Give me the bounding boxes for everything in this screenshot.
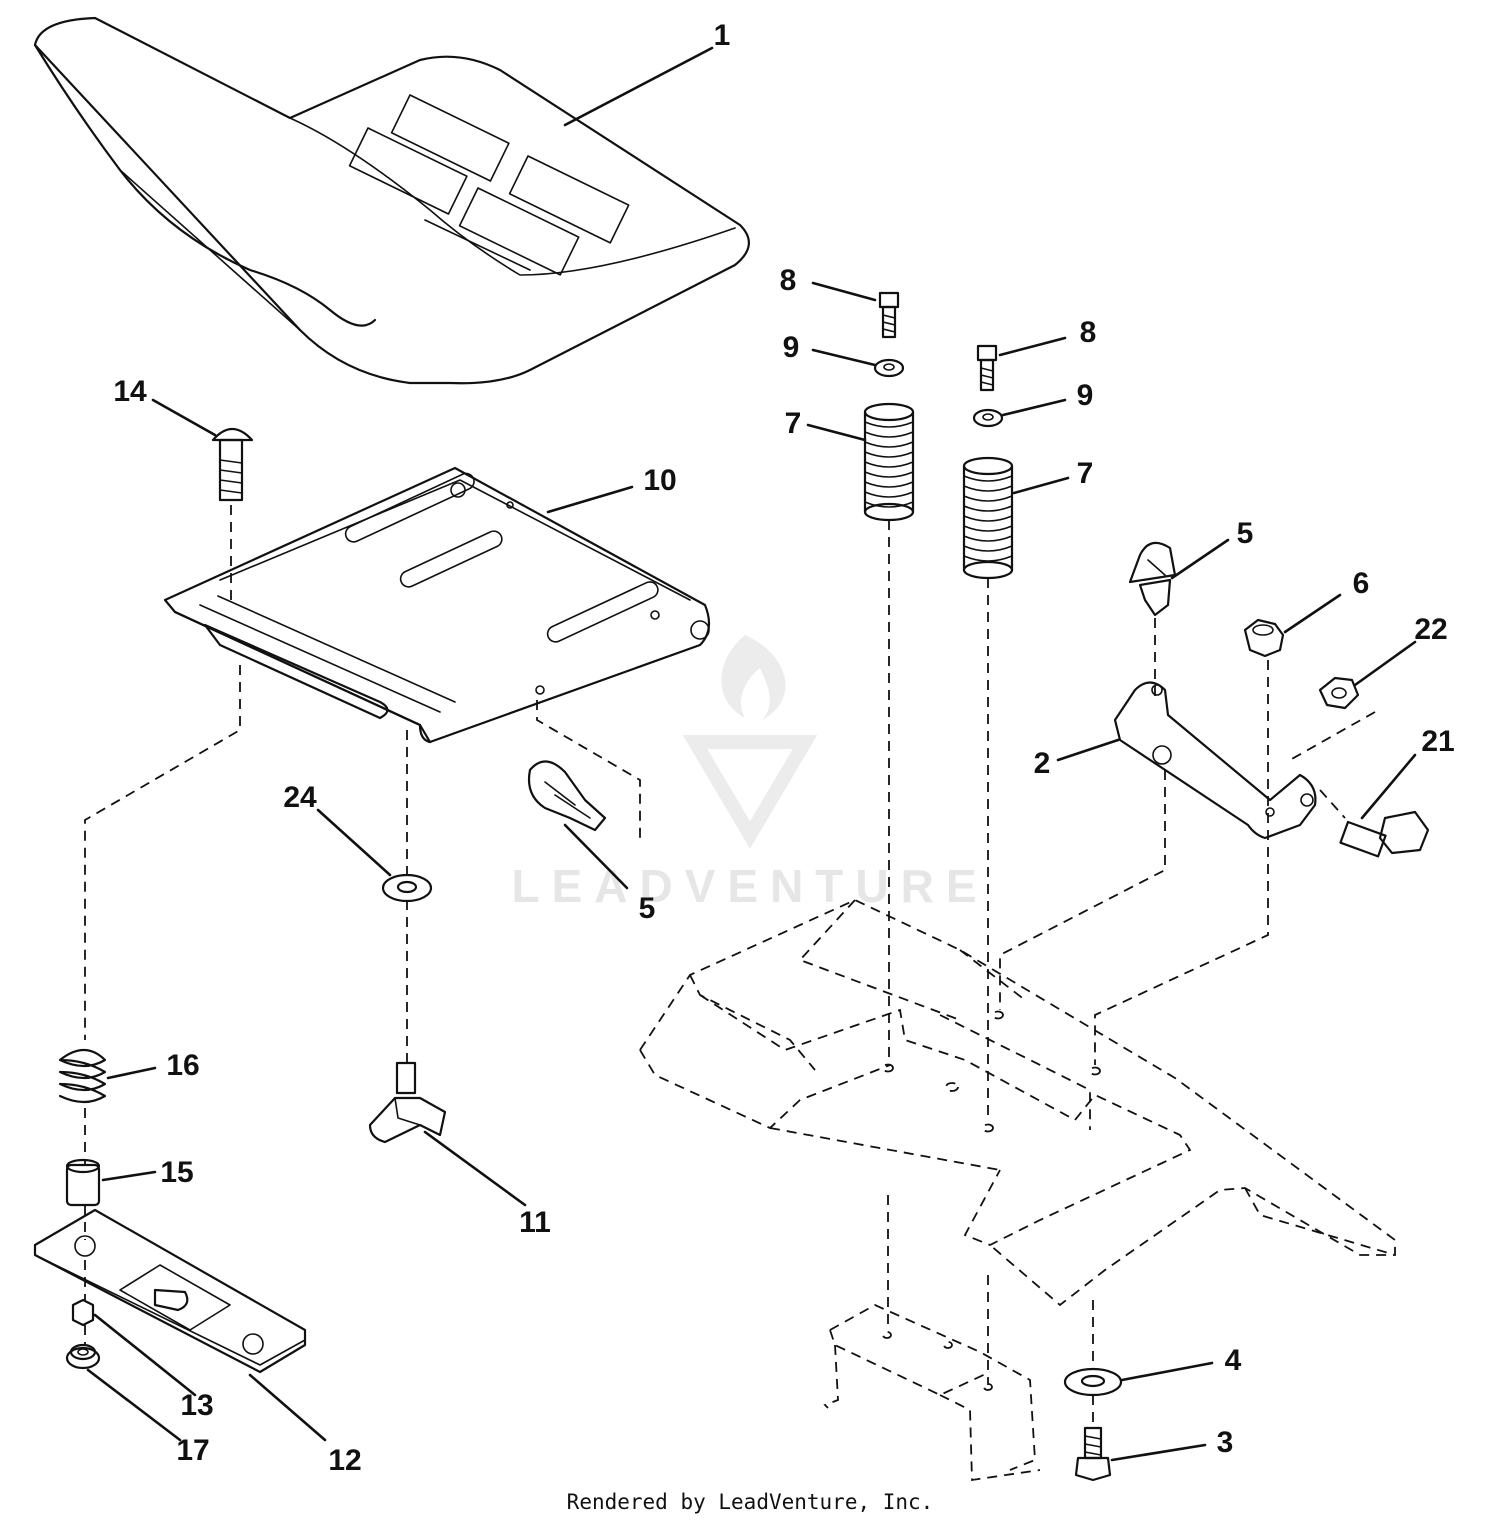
callout-6: 6 [1353,567,1370,600]
leader-16 [106,1066,157,1080]
part-washer-9-left [873,358,905,378]
leader-11 [423,1130,527,1207]
leader-7b [1012,476,1070,495]
leader-lines [86,46,1417,1462]
callout-7-right: 7 [1077,457,1094,490]
v-logo-icon [682,735,818,849]
callout-12: 12 [328,1444,361,1477]
assembly-lines [84,505,1376,1428]
leader-2 [1056,738,1120,762]
leader-17 [86,1368,182,1442]
callout-24: 24 [283,781,317,814]
part-spring-16 [58,1048,107,1104]
callout-7-left: 7 [785,407,802,440]
callout-17: 17 [176,1434,209,1467]
leader-4 [1120,1361,1214,1382]
part-shoulder-bolt [1339,810,1430,858]
leader-5b [1170,538,1230,580]
part-spacer [65,1158,101,1207]
callout-16: 16 [166,1049,199,1082]
callout-2: 2 [1034,747,1051,780]
part-nut-13 [71,1298,95,1327]
callout-9-left: 9 [783,331,800,364]
leadventure-watermark: LEADVENTURE [511,635,988,912]
leader-5a [563,823,629,890]
leader-7a [806,423,867,442]
leader-9b [1001,398,1067,417]
flame-logo-icon [721,635,786,720]
part-seat [33,16,750,385]
leader-6 [1283,593,1342,634]
part-bolt-8-left [878,291,900,339]
part-spring-7-right [962,456,1014,580]
part-lock-nut [1243,618,1285,658]
callout-10: 10 [643,464,676,497]
leader-21 [1360,753,1417,820]
callout-5-left: 5 [639,892,656,925]
leader-13 [93,1313,197,1397]
leader-10 [546,485,634,514]
part-nut-22 [1318,676,1360,710]
part-washer-24 [381,873,433,903]
leader-15 [101,1170,157,1182]
part-washer-9-right [972,408,1004,428]
callout-11: 11 [519,1206,551,1239]
part-bolt-3 [1074,1426,1112,1482]
leader-3 [1110,1443,1207,1462]
part-bracket-plate [33,1208,307,1374]
part-carriage-bolt [211,427,254,502]
leader-22 [1353,640,1417,687]
part-washer-4 [1063,1367,1123,1397]
leader-8a [811,281,877,302]
watermark-text: LEADVENTURE [511,860,988,912]
part-seat-pan [163,466,711,744]
callout-13: 13 [180,1389,213,1422]
callout-22: 22 [1414,613,1447,646]
part-flange-nut [65,1343,101,1370]
leader-9a [811,348,877,367]
callout-8-left: 8 [780,264,797,297]
callout-15: 15 [160,1156,193,1189]
callout-4: 4 [1225,1344,1242,1377]
part-clip-left [527,760,607,832]
part-knob [368,1061,447,1144]
part-bracket-2 [1113,681,1317,840]
leader-24 [316,808,392,877]
part-spring-7-left [863,402,915,522]
frame-outline [639,899,1396,1482]
part-bolt-8-right [976,344,998,392]
part-clip-right [1128,541,1177,617]
leader-14 [151,398,217,437]
callout-1: 1 [714,19,731,52]
callout-14: 14 [113,375,147,408]
footer-credit: Rendered by LeadVenture, Inc. [566,1490,934,1514]
callout-8-right: 8 [1080,316,1097,349]
callout-9-right: 9 [1077,379,1094,412]
leader-1 [563,46,714,127]
callout-5-right: 5 [1237,517,1254,550]
callout-21: 21 [1421,725,1454,758]
leader-8b [998,336,1067,357]
leader-12 [248,1373,327,1442]
callout-labels: 1 2 3 4 5 5 6 7 7 8 8 9 9 10 11 12 13 14… [113,19,1454,1477]
callout-3: 3 [1217,1426,1234,1459]
